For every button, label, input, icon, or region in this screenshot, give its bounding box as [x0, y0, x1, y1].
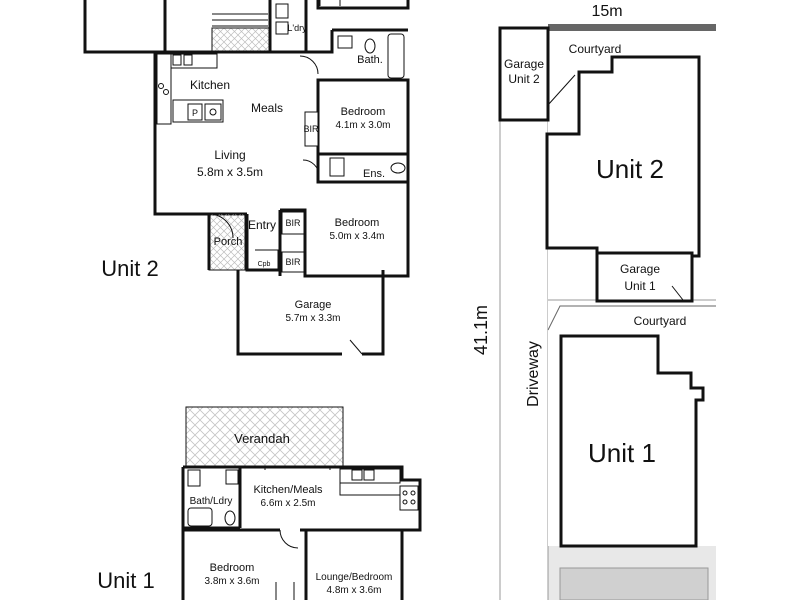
unit2-ensuite-walls	[316, 154, 408, 184]
unit1-cooktop-icon	[399, 485, 419, 511]
unit1-verandah-label: Verandah	[234, 431, 290, 446]
unit2-porch-hatch	[208, 213, 246, 271]
unit2-porch-label: Porch	[214, 236, 243, 248]
unit2-ensuite-label: Ens.	[363, 168, 385, 180]
unit2-floor-plan: P BIR BIR BIR	[83, 0, 410, 356]
unit2-garage-label: Garage	[295, 299, 332, 311]
site-plan: Garage Unit 2 Unit 2 Garage Unit 1 Unit …	[471, 3, 716, 600]
unit2-bir3-label: BIR	[285, 257, 301, 267]
unit2-cupboard-label: Cpb	[258, 261, 271, 268]
site-garage-unit2-line2: Unit 2	[508, 72, 540, 86]
site-driveway-label: Driveway	[525, 341, 542, 407]
unit1-verandah-hatch	[185, 406, 344, 468]
site-unit2-label: Unit 2	[596, 154, 664, 184]
unit2-bedroom1-label: Bedroom	[341, 106, 386, 118]
unit2-meals-label: Meals	[251, 101, 283, 115]
unit2-garage-walls	[236, 270, 385, 356]
unit2-living-label: Living	[214, 148, 245, 162]
unit2-bedroom2-label: Bedroom	[335, 217, 380, 229]
site-courtyard-mid	[548, 301, 716, 546]
unit1-toilet-icon	[187, 469, 201, 487]
unit1-kitchen-meals-size: 6.6m x 2.5m	[260, 498, 315, 509]
unit2-toilet-icon	[364, 38, 376, 54]
unit2-top-left-wall	[83, 0, 155, 54]
unit2-cooktop-icon	[158, 83, 164, 89]
unit1-bedroom-label: Bedroom	[210, 562, 255, 574]
unit1-lounge-label: Lounge/Bedroom	[316, 572, 393, 583]
unit2-pantry-label: P	[192, 108, 198, 118]
unit2-ens-toilet-icon	[390, 162, 406, 174]
unit2-stairs	[212, 13, 268, 27]
unit1-bedroom-size: 3.8m x 3.6m	[204, 576, 259, 587]
site-courtyard-top-label: Courtyard	[569, 42, 622, 56]
unit2-bir-walls	[280, 208, 307, 276]
unit2-kitchen-counter-side	[156, 53, 172, 125]
unit2-shower-icon	[329, 157, 345, 177]
unit1-kitchen-meals-label: Kitchen/Meals	[253, 484, 323, 496]
site-garage-unit2-line1: Garage	[504, 57, 544, 71]
unit2-entry-label: Entry	[248, 218, 276, 232]
unit1-title: Unit 1	[97, 568, 154, 593]
unit2-top-porch-hatch	[211, 27, 271, 53]
site-garage-unit2	[498, 26, 550, 122]
unit2-bedroom2-size: 5.0m x 3.4m	[329, 231, 384, 242]
unit2-laundry-tub-icon	[275, 21, 289, 35]
unit2-bathtub-icon	[387, 33, 405, 79]
unit2-bath-label: Bath.	[357, 54, 383, 66]
unit1-lounge-size: 4.8m x 3.6m	[326, 585, 381, 596]
unit2-kitchen-label: Kitchen	[190, 78, 230, 92]
unit2-pantry	[187, 103, 203, 121]
site-garage-unit1-line2: Unit 1	[624, 279, 656, 293]
site-unit1-building	[559, 334, 705, 548]
unit2-top-right-wall	[316, 0, 410, 10]
unit2-bir1-label: BIR	[303, 124, 319, 134]
unit2-title: Unit 2	[101, 256, 158, 281]
unit2-bir2-label: BIR	[285, 218, 301, 228]
site-length-dimension: 41.1m	[471, 305, 491, 355]
site-courtyard-mid-label: Courtyard	[634, 314, 687, 328]
unit2-bedroom1-size: 4.1m x 3.0m	[335, 120, 390, 131]
unit2-sink2-icon	[183, 54, 193, 66]
unit1-floor-plan: Verandah Bath/Ldry Kitchen/Meals 6.6m x …	[97, 406, 422, 600]
unit1-bathtub-icon	[187, 507, 213, 527]
unit1-bath-label: Bath/Ldry	[190, 496, 233, 507]
unit2-laundry-door-swing	[299, 55, 319, 75]
unit2-fridge-icon	[204, 103, 222, 121]
unit2-bir1	[304, 111, 319, 147]
unit2-sink-icon	[172, 54, 182, 66]
unit2-garage-door-icon	[349, 339, 363, 355]
unit2-laundry-label: L'dry	[287, 23, 307, 33]
unit2-bir2	[281, 211, 305, 235]
unit2-bir3	[281, 251, 305, 273]
unit2-washer-icon	[275, 3, 289, 19]
unit2-basin-icon	[337, 35, 353, 49]
unit1-basin-icon	[225, 469, 239, 485]
site-width-dimension: 15m	[591, 3, 622, 20]
unit1-kitchen-counter	[339, 468, 401, 484]
site-top-boundary	[500, 24, 716, 31]
unit2-living-size: 5.8m x 3.5m	[197, 165, 263, 179]
site-unit1-label: Unit 1	[588, 438, 656, 468]
site-bottom-block	[559, 567, 709, 600]
unit1-laundry-tub-icon	[224, 510, 236, 526]
site-garage-unit1-line1: Garage	[620, 262, 660, 276]
unit1-sink-icon	[351, 469, 363, 481]
unit1-bath-walls	[183, 467, 242, 530]
site-garage-unit1	[595, 251, 694, 303]
unit2-garage-size: 5.7m x 3.3m	[285, 313, 340, 324]
